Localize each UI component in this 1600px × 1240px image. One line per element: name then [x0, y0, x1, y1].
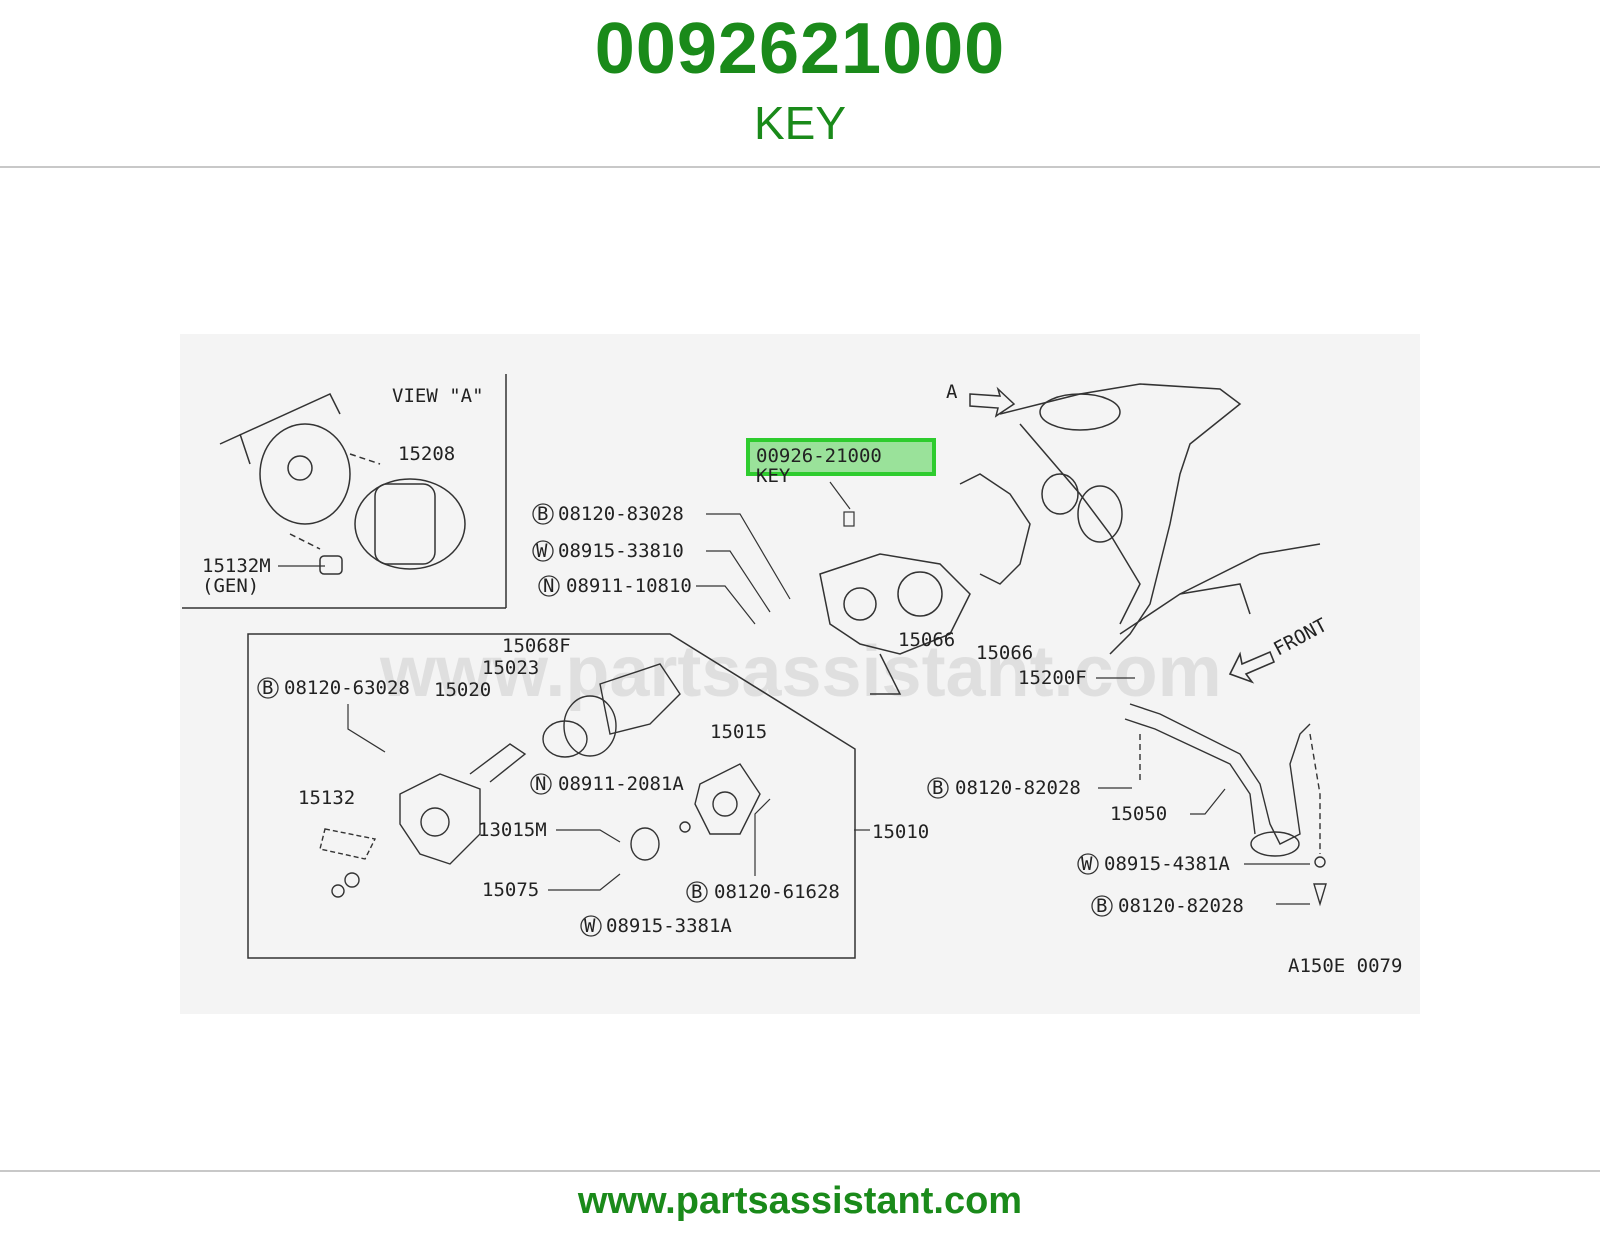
label-15132: 15132 [298, 787, 355, 809]
view-a-inset [182, 374, 507, 609]
label-13015m: 13015M [478, 819, 547, 841]
header-divider [0, 166, 1600, 168]
callout-08120-61628: B 08120-61628 [686, 798, 840, 903]
callout-08120-82028-a: B 08120-82028 [927, 777, 1132, 799]
label-15066-a: 15066 [898, 629, 955, 651]
callout-08120-82028-b: B 08120-82028 [1091, 895, 1310, 917]
a-arrow-marker [969, 386, 1016, 418]
svg-text:N: N [535, 773, 546, 795]
svg-text:B: B [537, 503, 548, 525]
svg-text:W: W [1081, 853, 1093, 875]
oil-pump-body [819, 553, 971, 695]
leader-13015m [556, 829, 621, 843]
label-15015: 15015 [710, 721, 767, 743]
engine-block-outline [959, 383, 1321, 655]
label-gen: (GEN) [202, 575, 259, 597]
diagram-code: A150E 0079 [1288, 955, 1402, 977]
leader-15050 [1190, 788, 1226, 815]
svg-text:B: B [262, 677, 273, 699]
svg-text:08120-61628: 08120-61628 [714, 881, 840, 903]
svg-text:W: W [584, 915, 596, 937]
label-15132m: 15132M [202, 555, 271, 577]
part-name-subtitle: KEY [753, 97, 847, 149]
label-15200f: 15200F [1018, 667, 1087, 689]
callout-08911-10810: N 08911-10810 [538, 575, 756, 625]
label-15068f: 15068F [502, 635, 571, 657]
svg-text:08911-10810: 08911-10810 [566, 575, 692, 597]
callout-08915-3381a: W 08915-3381A [580, 915, 732, 937]
view-a-label: VIEW "A" [392, 385, 484, 407]
svg-text:08120-82028: 08120-82028 [1118, 895, 1244, 917]
svg-text:B: B [932, 777, 943, 799]
callout-08915-33810: W 08915-33810 [532, 540, 771, 613]
label-15075: 15075 [482, 879, 539, 901]
highlight-part-name: KEY [756, 465, 791, 487]
svg-text:08915-4381A: 08915-4381A [1104, 853, 1230, 875]
label-15050: 15050 [1110, 803, 1167, 825]
assembly-box [247, 633, 856, 959]
label-15208: 15208 [398, 443, 455, 465]
part-number-title: 0092621000 [594, 9, 1006, 89]
svg-text:W: W [536, 540, 548, 562]
svg-text:08915-3381A: 08915-3381A [606, 915, 732, 937]
label-15020: 15020 [434, 679, 491, 701]
callout-08911-2081a: N 08911-2081A [530, 773, 684, 795]
view-marker-a: A [946, 381, 958, 403]
svg-text:08915-33810: 08915-33810 [558, 540, 684, 562]
svg-text:B: B [1096, 895, 1107, 917]
highlight-part-number[interactable]: 00926-21000 [756, 445, 882, 467]
leader-key [829, 481, 851, 510]
svg-text:N: N [543, 575, 554, 597]
label-15010: 15010 [872, 821, 929, 843]
svg-text:08120-82028: 08120-82028 [955, 777, 1081, 799]
svg-text:08120-83028: 08120-83028 [558, 503, 684, 525]
footer-divider [0, 1170, 1600, 1172]
diagram-watermark: www.partsassistant.com [379, 632, 1222, 712]
label-15066-b: 15066 [976, 642, 1033, 664]
leader-15075 [548, 873, 621, 891]
callout-08120-63028: B 08120-63028 [257, 677, 410, 753]
footer-url[interactable]: www.partsassistant.com [577, 1180, 1023, 1222]
svg-text:B: B [691, 881, 702, 903]
key-part [843, 511, 855, 527]
parts-diagram: www.partsassistant.com VIEW "A" 15208 15… [180, 334, 1420, 1014]
oil-strainer [1124, 703, 1327, 907]
svg-text:08120-63028: 08120-63028 [284, 677, 410, 699]
page-header: 0092621000 KEY [0, 0, 1600, 168]
svg-text:08911-2081A: 08911-2081A [558, 773, 684, 795]
front-arrow [1228, 650, 1276, 684]
label-15023: 15023 [482, 657, 539, 679]
highlight-box[interactable] [746, 438, 936, 476]
callout-08120-83028: B 08120-83028 [532, 503, 791, 600]
callout-08915-4381a: W 08915-4381A [1077, 853, 1310, 875]
lower-assembly-parts [319, 663, 761, 898]
diagram-canvas: www.partsassistant.com VIEW "A" 15208 15… [180, 334, 1420, 1014]
